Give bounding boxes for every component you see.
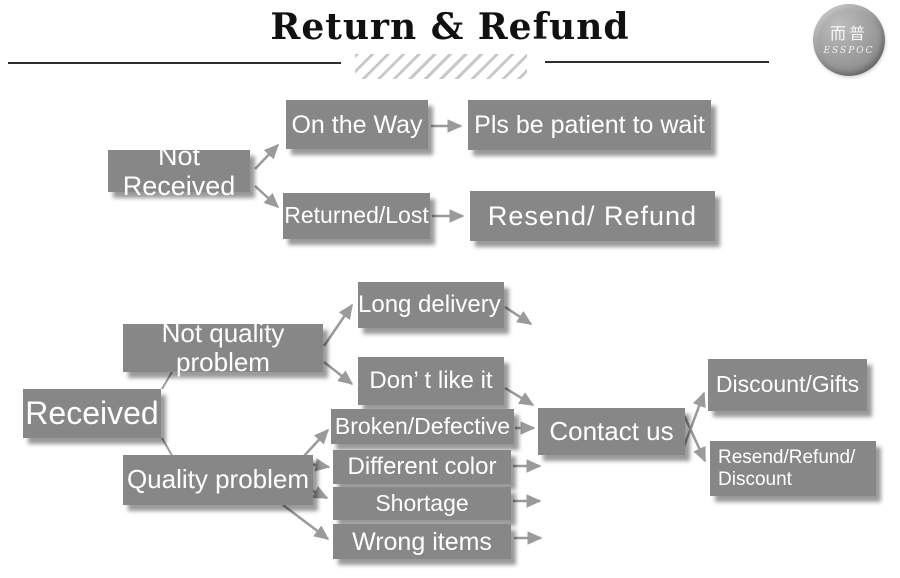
node-label: Resend/ Refund xyxy=(487,200,698,231)
brand-logo: 而普 ESSPOC xyxy=(813,4,885,76)
node-shortage: Shortage xyxy=(333,487,511,520)
node-on-the-way: On the Way xyxy=(286,100,428,149)
node-label: On the Way xyxy=(291,110,423,139)
node-wrong-items: Wrong items xyxy=(333,524,511,559)
node-label: Discount/Gifts xyxy=(715,371,860,398)
node-label: Shortage xyxy=(375,489,469,516)
node-returned-lost: Returned/Lost xyxy=(283,193,430,239)
connector-arrow xyxy=(323,361,354,385)
node-label: Don’ t like it xyxy=(369,366,493,394)
node-label: Received xyxy=(25,394,159,431)
node-label: Broken/Defective xyxy=(334,412,511,439)
connector-arrow xyxy=(303,428,330,457)
title-hatch-decoration xyxy=(355,54,527,79)
title-rule-left xyxy=(8,62,341,64)
node-discount-gifts: Discount/Gifts xyxy=(708,359,867,411)
node-contact-us: Contact us xyxy=(538,408,685,455)
node-label: Long delivery xyxy=(358,290,501,318)
node-dont-like-it: Don’ t like it xyxy=(358,357,504,405)
node-not-received: Not Received xyxy=(108,141,250,201)
page-title: Return & Refund xyxy=(270,6,630,48)
node-resend-refund-discount: Resend/Refund/ Discount xyxy=(710,441,876,496)
connector-arrow xyxy=(254,143,280,170)
node-label: Returned/Lost xyxy=(284,202,429,229)
node-different-color: Different color xyxy=(333,450,511,484)
brand-logo-name: ESSPOC xyxy=(823,46,875,56)
node-label: Quality problem xyxy=(126,464,310,495)
node-label: Not Received xyxy=(122,140,236,201)
connector-arrow xyxy=(504,305,533,326)
node-not-quality-problem: Not quality problem xyxy=(123,318,323,377)
node-label: Resend/Refund/ Discount xyxy=(718,447,856,490)
node-label: Wrong items xyxy=(352,527,492,556)
node-label: Not quality problem xyxy=(161,317,285,377)
node-broken-defective: Broken/Defective xyxy=(331,409,514,444)
connector-arrow xyxy=(681,412,707,463)
connector-arrow xyxy=(254,185,280,209)
node-pls-be-patient-to-wait: Pls be patient to wait xyxy=(468,100,711,150)
connector-arrow xyxy=(504,386,535,407)
node-quality-problem: Quality problem xyxy=(123,455,313,505)
title-rule-right xyxy=(545,61,769,63)
connector-arrow xyxy=(282,504,330,540)
brand-logo-cjk-text: 而普 xyxy=(829,24,868,43)
node-label: Different color xyxy=(347,452,497,480)
node-received: Received xyxy=(23,389,161,438)
node-long-delivery: Long delivery xyxy=(358,282,504,328)
connector-arrow xyxy=(681,391,706,450)
node-label: Contact us xyxy=(549,415,674,446)
connector-arrow xyxy=(322,303,354,347)
node-label: Pls be patient to wait xyxy=(474,111,705,139)
node-resend-refund: Resend/ Refund xyxy=(470,191,715,241)
